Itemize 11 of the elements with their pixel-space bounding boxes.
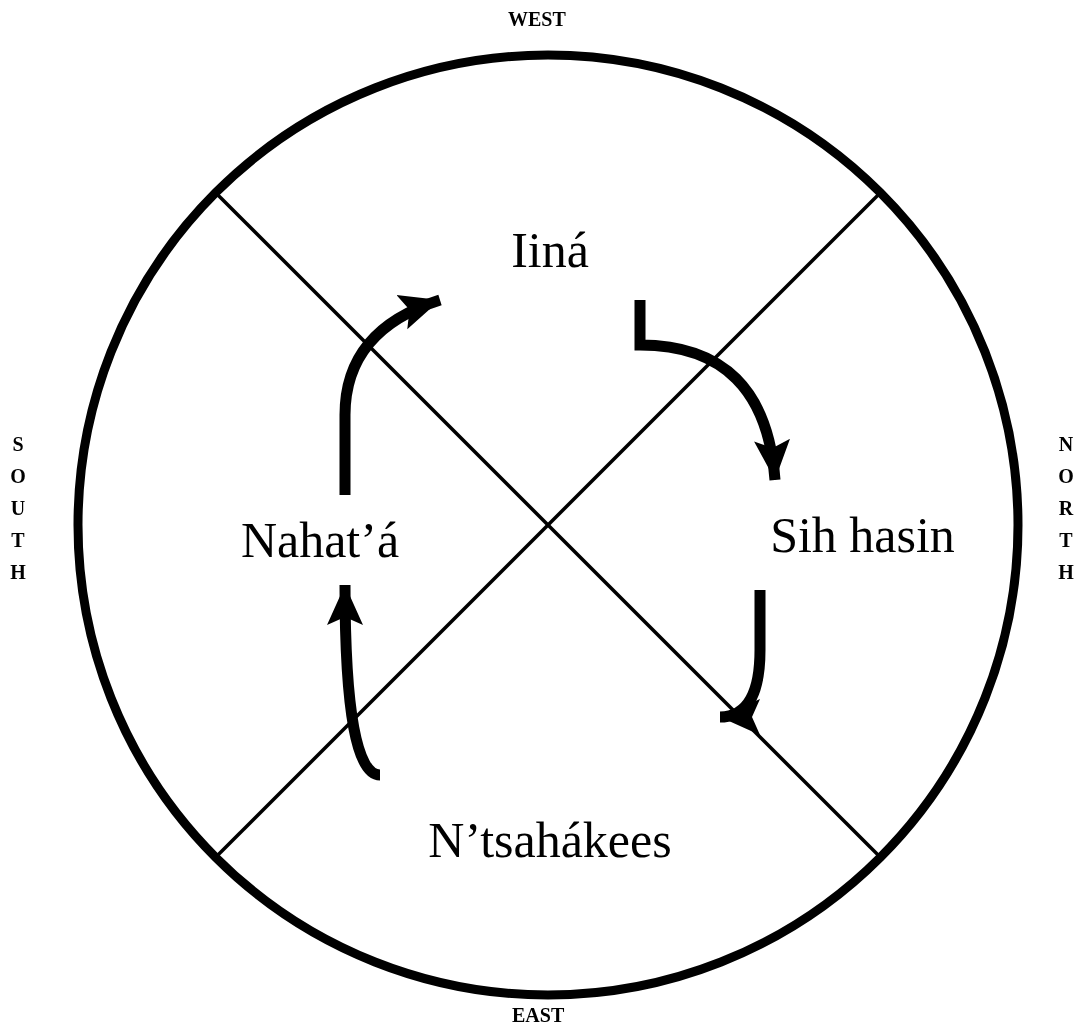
quadrant-label: Iiná	[510, 225, 590, 275]
curved-arrow	[719, 590, 766, 733]
curved-arrow	[339, 294, 442, 495]
quadrant-label: Nahat’á	[239, 515, 401, 565]
quadrant-label: N’tsahákees	[427, 815, 673, 865]
direction-label: WEST	[508, 7, 566, 32]
curved-arrow	[634, 300, 789, 481]
direction-label: EAST	[512, 1003, 565, 1028]
direction-label: NORTH	[1057, 432, 1075, 585]
quadrant-label: Sih hasin	[769, 510, 956, 560]
direction-label: SOUTH	[9, 432, 27, 585]
